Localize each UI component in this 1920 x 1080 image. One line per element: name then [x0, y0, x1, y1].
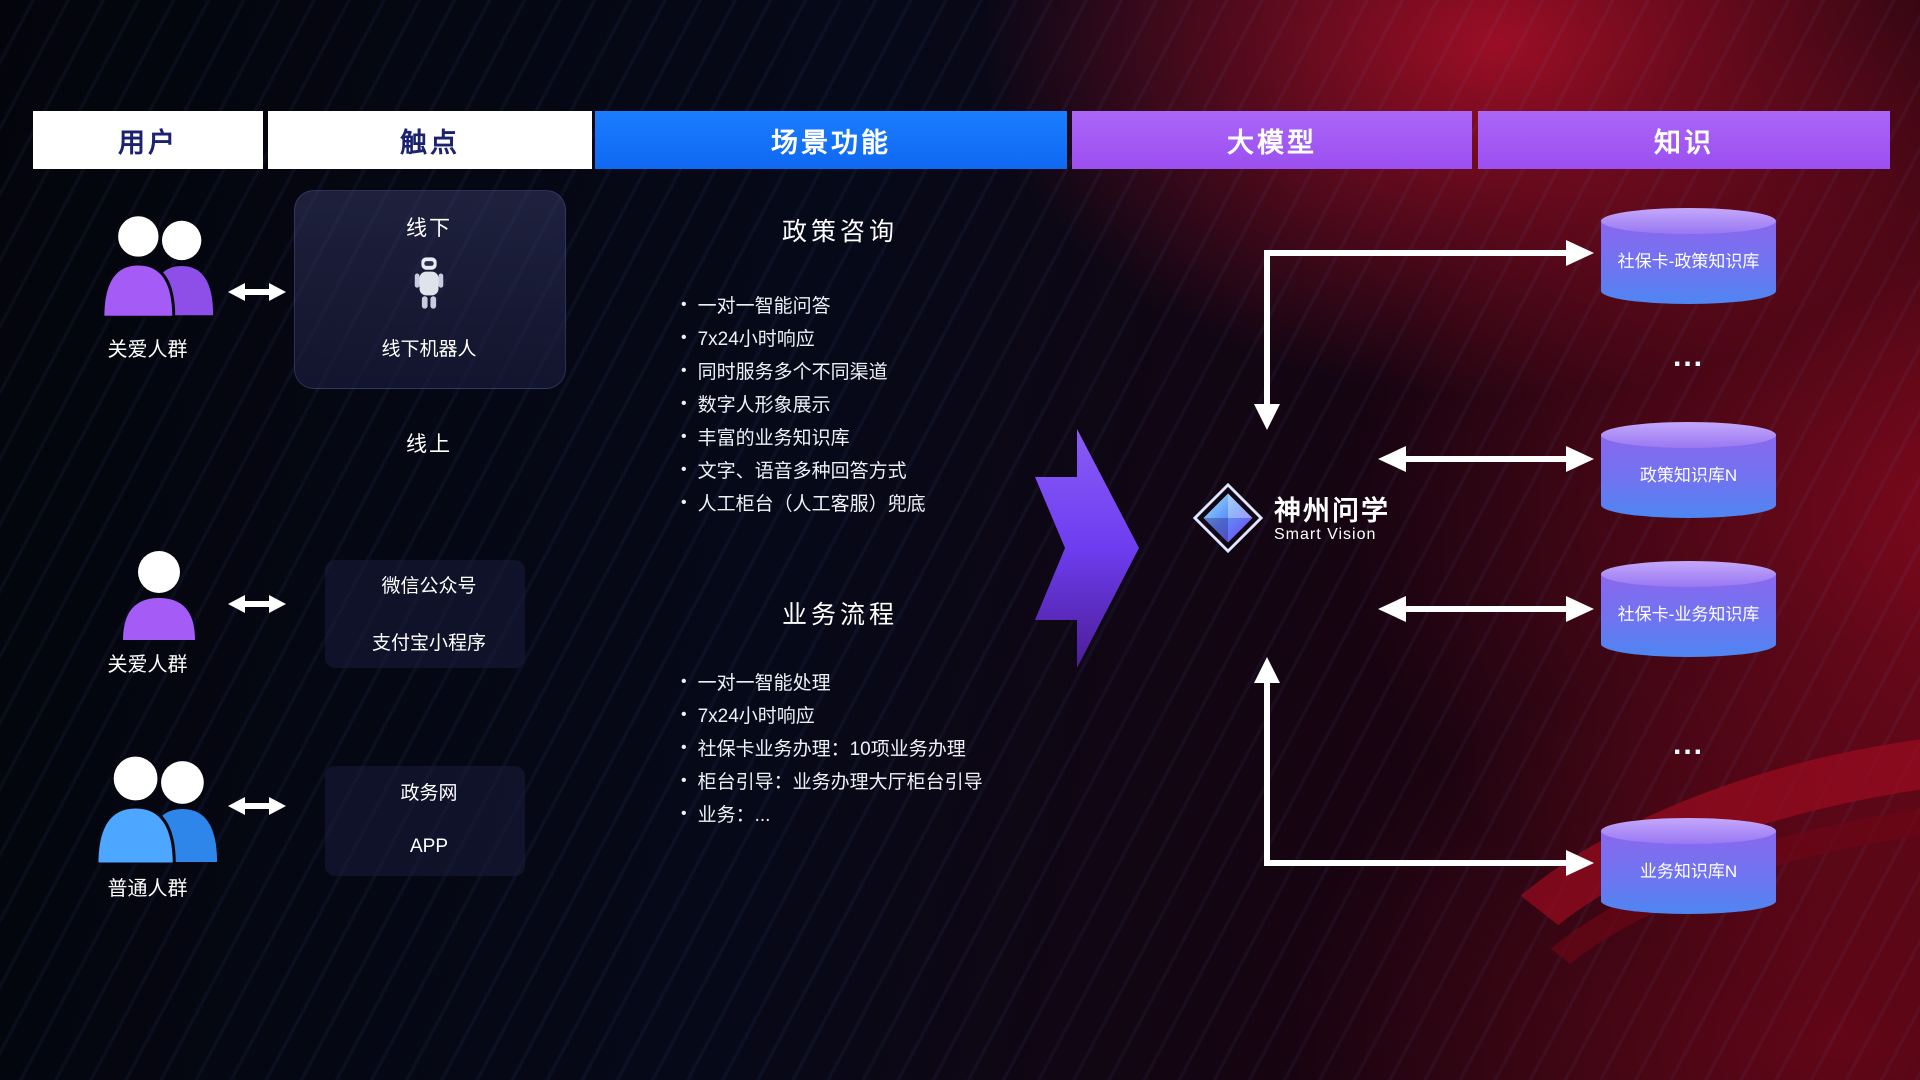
ellipsis-1: ... — [1672, 340, 1704, 373]
online-channels-panel-1 — [325, 560, 525, 668]
list-item: 一对一智能处理 — [681, 665, 983, 698]
online-channels-panel-2 — [325, 766, 525, 876]
cylinder-top — [1601, 561, 1776, 587]
cylinder-top — [1601, 208, 1776, 234]
channel-wechat-label: 微信公众号 — [381, 576, 477, 597]
list-item: 柜台引导：业务办理大厅柜台引导 — [681, 764, 983, 797]
list-item: 文字、语音多种回答方式 — [681, 453, 926, 486]
user-group-2-label: 关爱人群 — [107, 654, 188, 676]
list-item: 7x24小时响应 — [681, 321, 926, 354]
knowledge-db-4: 业务知识库N — [1601, 818, 1776, 914]
group-people-purple-icon — [95, 212, 223, 320]
list-item: 人工柜台（人工客服）兜底 — [681, 486, 926, 519]
list-item-text: 人工柜台（人工客服）兜底 — [697, 494, 926, 515]
user-group-1-label: 关爱人群 — [107, 339, 188, 361]
list-item-text: 数字人形象展示 — [697, 395, 831, 416]
knowledge-db-1-label: 社保卡-政策知识库 — [1617, 252, 1760, 272]
knowledge-db-1: 社保卡-政策知识库 — [1601, 208, 1776, 304]
user-group-3-label: 普通人群 — [107, 878, 188, 900]
offline-touchpoint-panel — [294, 190, 566, 389]
group-people-blue-icon — [88, 752, 228, 864]
business-feature-list: 一对一智能处理 7x24小时响应 社保卡业务办理：10项业务办理 柜台引导：业务… — [681, 665, 983, 830]
cylinder-body — [1601, 435, 1776, 518]
list-item-text: 同时服务多个不同渠道 — [697, 362, 888, 383]
smart-vision-logo-icon — [1192, 482, 1264, 554]
list-item: 丰富的业务知识库 — [681, 420, 926, 453]
list-item: 同时服务多个不同渠道 — [681, 354, 926, 387]
header-knowledge-label: 知识 — [1654, 127, 1714, 158]
list-item-text: 柜台引导：业务办理大厅柜台引导 — [697, 772, 983, 793]
cylinder-top — [1601, 422, 1776, 448]
header-users: 用户 — [33, 111, 263, 169]
double-arrow-icon — [228, 592, 286, 616]
list-item: 业务：... — [681, 797, 983, 830]
header-touchpoints: 触点 — [268, 111, 592, 169]
header-touchpoints-label: 触点 — [400, 127, 460, 158]
header-scenarios-label: 场景功能 — [771, 127, 891, 158]
header-users-label: 用户 — [118, 127, 178, 158]
header-model: 大模型 — [1072, 111, 1472, 169]
header-scenarios: 场景功能 — [595, 111, 1067, 169]
list-item-text: 文字、语音多种回答方式 — [697, 461, 907, 482]
offline-robot-label: 线下机器人 — [381, 339, 477, 360]
knowledge-db-2: 政策知识库N — [1601, 422, 1776, 518]
cylinder-body — [1601, 831, 1776, 914]
robot-icon — [410, 253, 448, 313]
knowledge-db-4-label: 业务知识库N — [1639, 862, 1738, 882]
ellipsis-2: ... — [1672, 728, 1704, 761]
header-model-label: 大模型 — [1227, 127, 1317, 158]
list-item-text: 一对一智能问答 — [697, 296, 831, 317]
list-item: 数字人形象展示 — [681, 387, 926, 420]
scenario-title-policy: 政策咨询 — [781, 218, 898, 246]
person-purple-icon — [118, 548, 200, 640]
model-name: 神州问学 — [1274, 496, 1390, 526]
policy-feature-list: 一对一智能问答 7x24小时响应 同时服务多个不同渠道 数字人形象展示 丰富的业… — [681, 288, 926, 519]
knowledge-db-3: 社保卡-业务知识库 — [1601, 561, 1776, 657]
double-arrow-icon — [228, 280, 286, 304]
list-item-text: 社保卡业务办理：10项业务办理 — [697, 739, 966, 760]
channel-alipay-label: 支付宝小程序 — [371, 633, 486, 654]
knowledge-db-3-label: 社保卡-业务知识库 — [1617, 605, 1760, 625]
channel-app-label: APP — [409, 836, 449, 857]
cylinder-body — [1601, 221, 1776, 304]
list-item-text: 丰富的业务知识库 — [697, 428, 850, 449]
flow-arrow-icon — [1035, 429, 1139, 668]
knowledge-db-2-label: 政策知识库N — [1639, 466, 1738, 486]
channel-gov-label: 政务网 — [400, 783, 458, 804]
online-title: 线上 — [406, 433, 452, 456]
list-item: 一对一智能问答 — [681, 288, 926, 321]
double-arrow-icon — [228, 794, 286, 818]
list-item: 7x24小时响应 — [681, 698, 983, 731]
list-item: 社保卡业务办理：10项业务办理 — [681, 731, 983, 764]
header-knowledge: 知识 — [1478, 111, 1890, 169]
scenario-title-business: 业务流程 — [781, 601, 898, 629]
offline-title: 线下 — [406, 217, 452, 240]
list-item-text: 7x24小时响应 — [697, 329, 815, 350]
list-item-text: 7x24小时响应 — [697, 706, 815, 727]
list-item-text: 业务：... — [697, 805, 771, 826]
list-item-text: 一对一智能处理 — [697, 673, 831, 694]
cylinder-top — [1601, 818, 1776, 844]
model-subtitle: Smart Vision — [1274, 526, 1377, 543]
cylinder-body — [1601, 574, 1776, 657]
